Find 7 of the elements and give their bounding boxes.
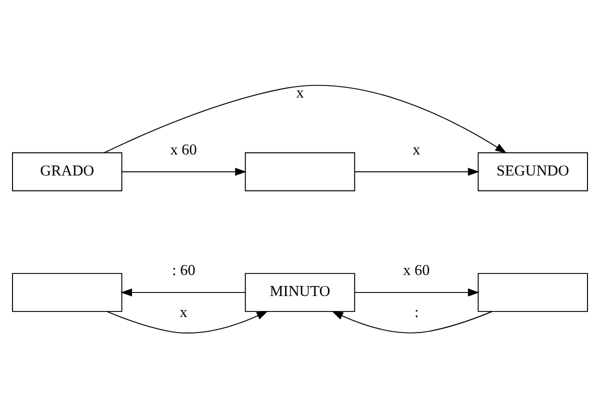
- edge-label: x 60: [170, 140, 197, 158]
- edge-label: : 60: [172, 262, 196, 279]
- edge-label: x 60: [403, 262, 430, 279]
- edge-label: x: [180, 303, 188, 320]
- edge-label: x: [296, 84, 304, 101]
- edge-label: x: [412, 140, 420, 158]
- edge-label: :: [414, 303, 419, 320]
